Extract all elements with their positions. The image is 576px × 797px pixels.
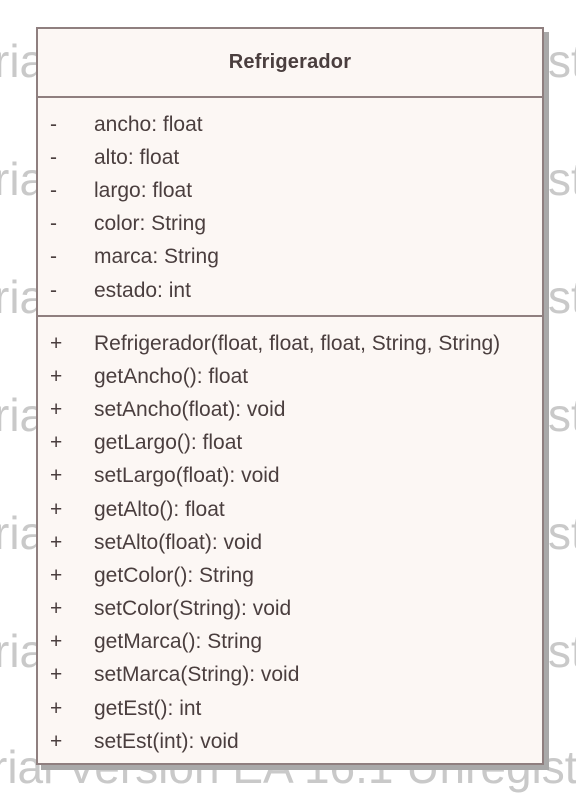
operation-row: + getMarca(): String bbox=[38, 626, 542, 659]
visibility-private: - bbox=[50, 178, 57, 202]
visibility-public: + bbox=[50, 397, 63, 421]
operation-signature: setMarca(String): void bbox=[94, 663, 300, 687]
visibility-public: + bbox=[50, 530, 63, 554]
visibility-public: + bbox=[50, 464, 63, 488]
attribute-row: - alto: float bbox=[38, 141, 542, 174]
watermark-fragment-right: st bbox=[548, 153, 576, 205]
operation-signature: getAlto(): float bbox=[94, 497, 225, 521]
attribute-row: - estado: int bbox=[38, 274, 542, 307]
operation-signature: setLargo(float): void bbox=[94, 464, 280, 488]
operation-row: + setMarca(String): void bbox=[38, 659, 542, 692]
attributes-compartment: - ancho: float - alto: float - largo: fl… bbox=[38, 98, 542, 317]
attribute-signature: estado: int bbox=[94, 278, 191, 302]
operation-row: + getAlto(): float bbox=[38, 493, 542, 526]
operation-row: + getEst(): int bbox=[38, 692, 542, 725]
operation-row: + setAncho(float): void bbox=[38, 393, 542, 426]
visibility-public: + bbox=[50, 630, 63, 654]
operation-signature: getColor(): String bbox=[94, 563, 254, 587]
attribute-signature: marca: String bbox=[94, 245, 219, 269]
operation-row: + setColor(String): void bbox=[38, 593, 542, 626]
attribute-signature: largo: float bbox=[94, 178, 193, 202]
attribute-row: - largo: float bbox=[38, 174, 542, 207]
uml-class-box[interactable]: Refrigerador - ancho: float - alto: floa… bbox=[36, 27, 544, 765]
watermark-fragment-right: st bbox=[548, 35, 576, 87]
visibility-private: - bbox=[50, 112, 57, 136]
watermark-fragment-right: st bbox=[548, 507, 576, 559]
operation-signature: Refrigerador(float, float, float, String… bbox=[94, 331, 501, 355]
attribute-row: - ancho: float bbox=[38, 108, 542, 141]
attribute-signature: alto: float bbox=[94, 145, 180, 169]
operation-row: + Refrigerador(float, float, float, Stri… bbox=[38, 327, 542, 360]
operation-row: + setAlto(float): void bbox=[38, 526, 542, 559]
visibility-public: + bbox=[50, 563, 63, 587]
visibility-public: + bbox=[50, 696, 63, 720]
visibility-public: + bbox=[50, 364, 63, 388]
operation-signature: setEst(int): void bbox=[94, 729, 239, 753]
operation-row: + getLargo(): float bbox=[38, 427, 542, 460]
operation-row: + getColor(): String bbox=[38, 559, 542, 592]
watermark-fragment-right: st bbox=[548, 389, 576, 441]
visibility-private: - bbox=[50, 245, 57, 269]
watermark-fragment-right: st bbox=[548, 271, 576, 323]
operation-row: + setLargo(float): void bbox=[38, 460, 542, 493]
operation-row: + setEst(int): void bbox=[38, 725, 542, 758]
operation-signature: getEst(): int bbox=[94, 696, 202, 720]
attribute-signature: ancho: float bbox=[94, 112, 203, 136]
operation-signature: getMarca(): String bbox=[94, 630, 263, 654]
operation-signature: setAncho(float): void bbox=[94, 397, 286, 421]
class-name: Refrigerador bbox=[228, 51, 352, 73]
visibility-private: - bbox=[50, 278, 57, 302]
operation-signature: getAncho(): float bbox=[94, 364, 249, 388]
attribute-row: - marca: String bbox=[38, 241, 542, 274]
visibility-public: + bbox=[50, 729, 63, 753]
visibility-public: + bbox=[50, 331, 63, 355]
operations-compartment: + Refrigerador(float, float, float, Stri… bbox=[38, 317, 542, 758]
visibility-public: + bbox=[50, 497, 63, 521]
watermark-fragment-right: st bbox=[548, 625, 576, 677]
operation-row: + getAncho(): float bbox=[38, 360, 542, 393]
visibility-public: + bbox=[50, 431, 63, 455]
class-header: Refrigerador bbox=[38, 29, 542, 98]
attribute-signature: color: String bbox=[94, 212, 207, 236]
visibility-private: - bbox=[50, 145, 57, 169]
attribute-row: - color: String bbox=[38, 208, 542, 241]
visibility-public: + bbox=[50, 663, 63, 687]
operation-signature: setAlto(float): void bbox=[94, 530, 263, 554]
operation-signature: getLargo(): float bbox=[94, 431, 243, 455]
visibility-public: + bbox=[50, 597, 63, 621]
operation-signature: setColor(String): void bbox=[94, 597, 292, 621]
visibility-private: - bbox=[50, 212, 57, 236]
